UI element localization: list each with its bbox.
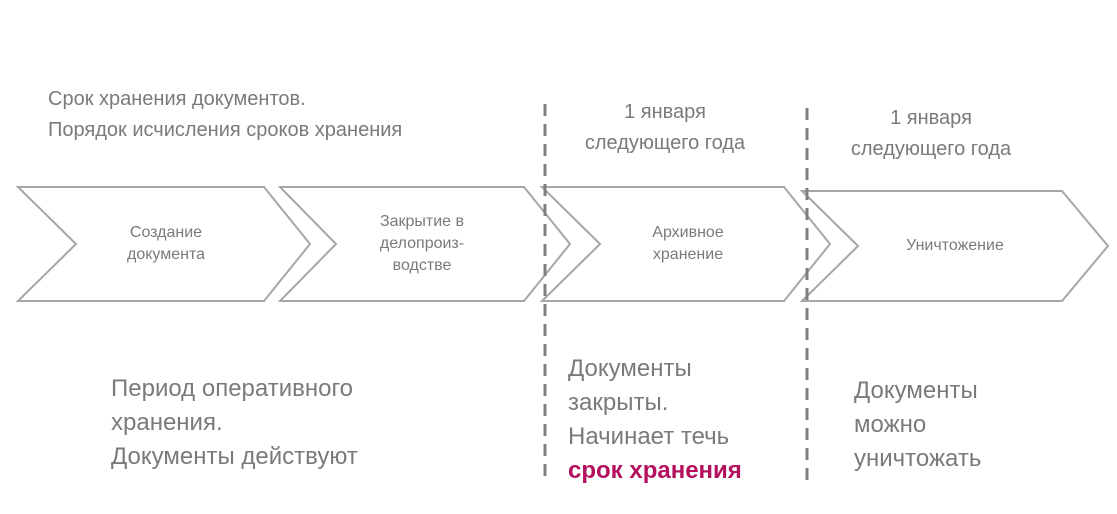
note-line: Документы	[854, 377, 978, 404]
stage-closing-label: Закрытие в делопроиз- водстве	[342, 187, 502, 301]
stage-archive-label: Архивное хранение	[608, 187, 768, 301]
note-line: Начинает течь	[568, 423, 730, 450]
note-documents-closed: Документы закрыты. Начинает течь срок хр…	[568, 352, 742, 488]
date-label-archive: 1 января следующего года	[555, 97, 775, 159]
chevron-closing	[277, 186, 572, 302]
date-label-destruction: 1 января следующего года	[821, 103, 1041, 165]
retention-period-highlight: срок хранения	[568, 457, 742, 484]
stage-line: хранение	[652, 246, 724, 263]
note-line: Период оперативного	[111, 375, 354, 402]
stage-line: документа	[126, 246, 205, 263]
note-line: Документы	[568, 355, 692, 382]
stage-line: делопроиз-	[379, 235, 465, 252]
note-destruction-allowed: Документы можно уничтожать	[854, 374, 981, 476]
date-line-1: 1 января	[624, 101, 706, 123]
stage-line: Уничтожение	[906, 237, 1004, 254]
note-line: закрыты.	[568, 389, 669, 416]
note-operative-storage: Период оперативного хранения. Документы …	[111, 372, 358, 474]
note-line: хранения.	[111, 409, 223, 436]
note-line: можно	[854, 411, 927, 438]
date-line-1: 1 января	[890, 107, 972, 129]
stage-creation-label: Создание документа	[86, 187, 246, 301]
stage-destruction-label: Уничтожение	[870, 191, 1040, 301]
date-line-2: следующего года	[850, 138, 1012, 160]
diagram-title: Срок хранения документов. Порядок исчисл…	[48, 84, 402, 146]
date-line-2: следующего года	[584, 132, 746, 154]
chevron-destruction	[799, 190, 1110, 302]
chevron-creation	[15, 186, 312, 302]
stage-line: Создание	[129, 224, 203, 241]
note-line: уничтожать	[854, 445, 982, 472]
stage-line: водстве	[392, 257, 452, 274]
chevron-archive	[539, 186, 832, 302]
note-line: Документы действуют	[111, 443, 358, 470]
title-line-2: Порядок исчисления сроков хранения	[48, 119, 403, 141]
stage-line: Архивное	[652, 224, 724, 241]
title-line-1: Срок хранения документов.	[48, 88, 306, 110]
stage-line: Закрытие в	[379, 213, 465, 230]
